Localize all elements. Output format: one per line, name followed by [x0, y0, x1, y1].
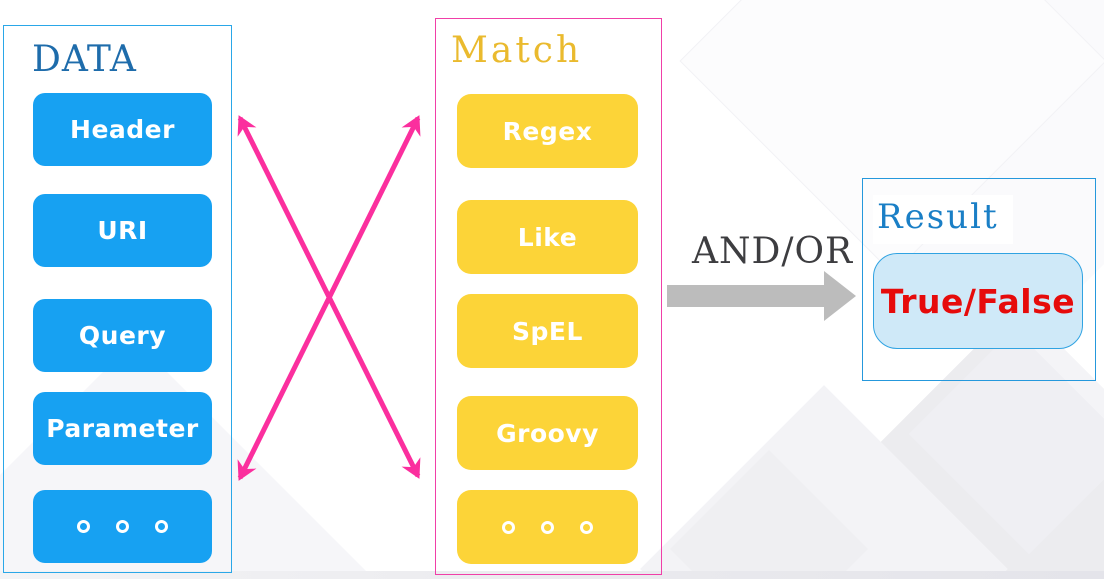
result-panel: Result True/False	[862, 178, 1096, 381]
result-panel-title: Result	[873, 195, 1013, 245]
data-item-query: Query	[33, 299, 212, 372]
data-item-uri: URI	[33, 194, 212, 267]
match-item-more	[457, 490, 638, 564]
data-item-more	[33, 490, 212, 563]
match-item-spel: SpEL	[457, 294, 638, 368]
match-item-groovy: Groovy	[457, 396, 638, 470]
andor-label: AND/OR	[692, 231, 854, 272]
background-shape	[640, 385, 1008, 579]
ellipsis-dot-icon	[580, 520, 593, 534]
match-data-cross-arrow	[237, 115, 421, 481]
result-value-label: True/False	[880, 281, 1076, 321]
andor-block-arrow	[667, 271, 856, 321]
ellipsis-dot-icon	[541, 520, 554, 534]
match-panel-title: Match	[451, 30, 583, 71]
match-item-regex: Regex	[457, 94, 638, 168]
ellipsis-dot-icon	[502, 520, 515, 534]
result-value-box: True/False	[873, 253, 1083, 349]
ellipsis-dot-icon	[77, 520, 90, 533]
data-item-header: Header	[33, 93, 212, 166]
data-match-cross-arrow	[237, 115, 421, 479]
data-panel-title: DATA	[32, 39, 137, 80]
ellipsis-dot-icon	[155, 520, 168, 533]
data-item-parameter: Parameter	[33, 392, 212, 465]
background-shape	[670, 450, 868, 579]
match-item-like: Like	[457, 200, 638, 274]
ellipsis-dot-icon	[116, 520, 129, 533]
